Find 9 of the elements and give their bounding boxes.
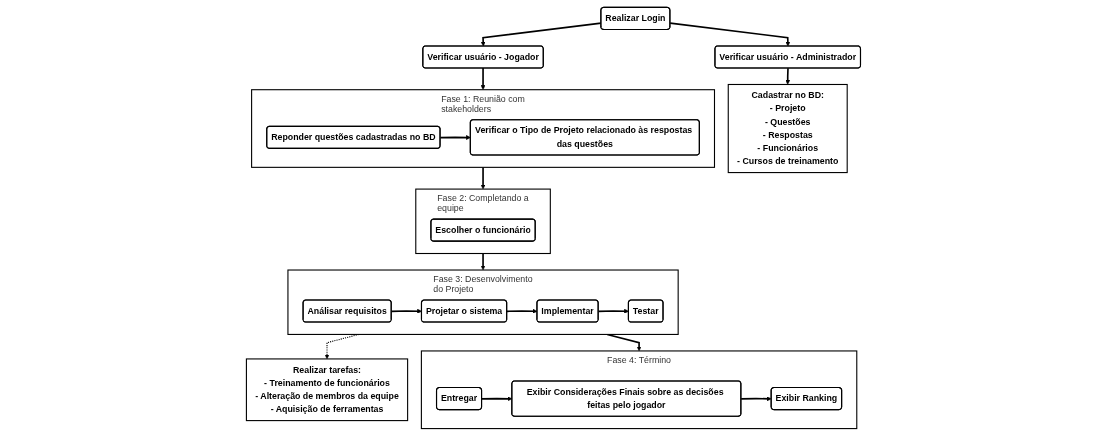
arrow	[506, 308, 538, 314]
arrow	[669, 22, 791, 47]
node-box: Cadastrar no BD: - Projeto - Questões - Respostas - Funcionários - Cursos de treinamento	[727, 83, 848, 174]
arrow	[740, 396, 772, 402]
node-box: Realizar tarefas: - Treinamento de funcionários - Alteração de membros da equipe - Aquisição de ferramentas	[245, 358, 409, 422]
arrow	[785, 67, 791, 85]
arrow	[480, 252, 486, 271]
arrow	[480, 67, 486, 90]
arrow	[480, 166, 486, 190]
